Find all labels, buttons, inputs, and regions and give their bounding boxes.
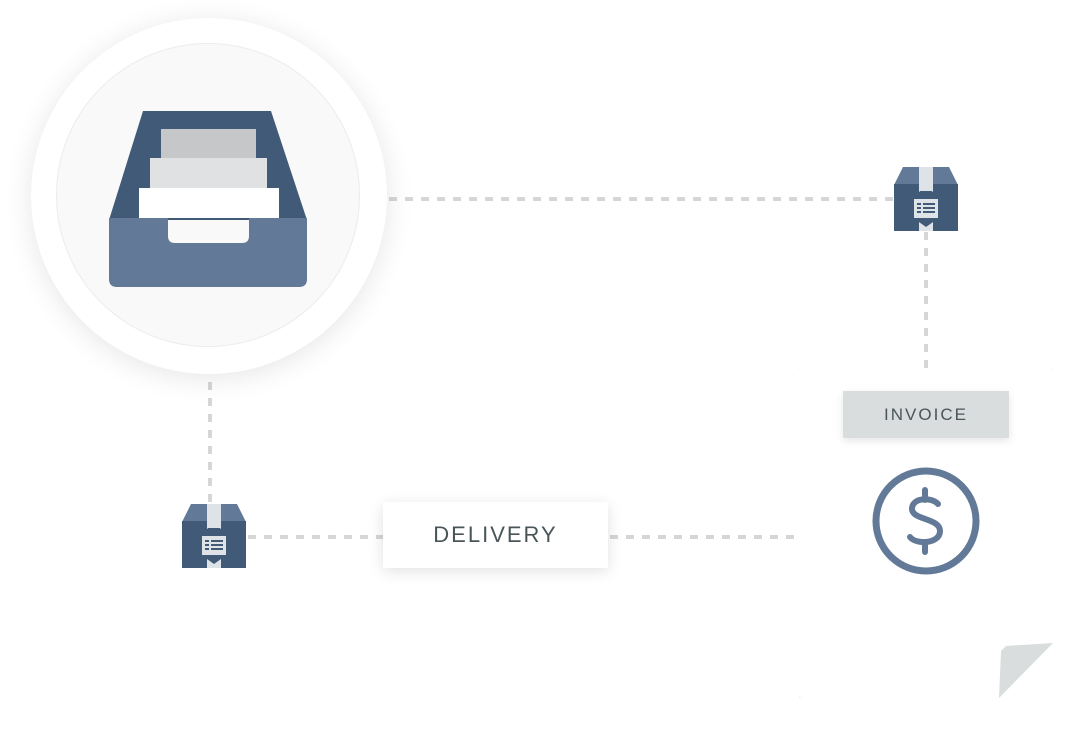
invoice-tag: INVOICE (843, 391, 1009, 438)
delivery-node: DELIVERY (383, 502, 608, 568)
invoice-label: INVOICE (884, 404, 968, 424)
delivery-label: DELIVERY (433, 522, 558, 547)
inbox-node (31, 18, 387, 374)
